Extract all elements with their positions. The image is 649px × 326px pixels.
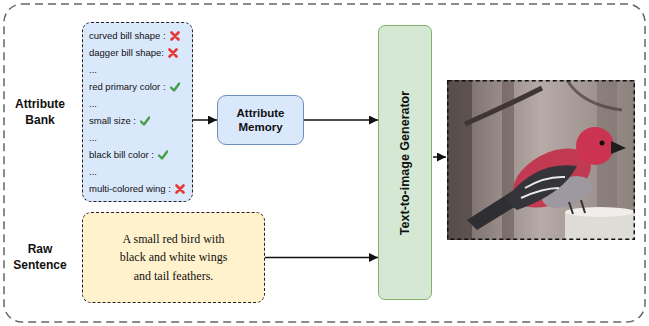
attribute-item: dagger bill shape: [89, 44, 164, 61]
frame-border [4, 4, 645, 322]
cross-mark [170, 31, 180, 41]
box-label: Attribute Memory [222, 106, 299, 135]
attribute-item: ... [89, 129, 97, 146]
cross-mark [168, 48, 178, 58]
attribute-item: red primary color : [89, 78, 166, 95]
cross-mark [175, 184, 185, 194]
attribute-item: ... [89, 95, 97, 112]
flow-arrow [304, 119, 378, 121]
attribute-item: small size : [89, 112, 136, 129]
attribute-item: ... [89, 61, 97, 78]
attribute-item: multi-colored wing : [89, 180, 171, 197]
check-mark [140, 116, 150, 126]
side-heading: Attribute Bank [7, 97, 73, 128]
memory-box: Attribute Memory [217, 95, 304, 145]
check-mark [158, 150, 168, 160]
side-heading: Raw Sentence [7, 242, 73, 273]
flow-arrow [265, 257, 378, 259]
sentence-text: A small red bird with black and white wi… [111, 230, 236, 286]
flow-arrow [193, 119, 217, 121]
raw-sentence-box: Raw SentenceA small red bird with black … [82, 212, 265, 303]
attribute-item: black bill color : [89, 146, 154, 163]
attribute-item: ... [89, 163, 97, 180]
output-arrow [433, 156, 446, 158]
check-mark [170, 82, 180, 92]
generator-box: Text-to-image Generator [378, 25, 432, 300]
bird-photo [447, 80, 635, 240]
box-label: Text-to-image Generator [398, 90, 412, 234]
attribute-item: curved bill shape : [89, 27, 166, 44]
